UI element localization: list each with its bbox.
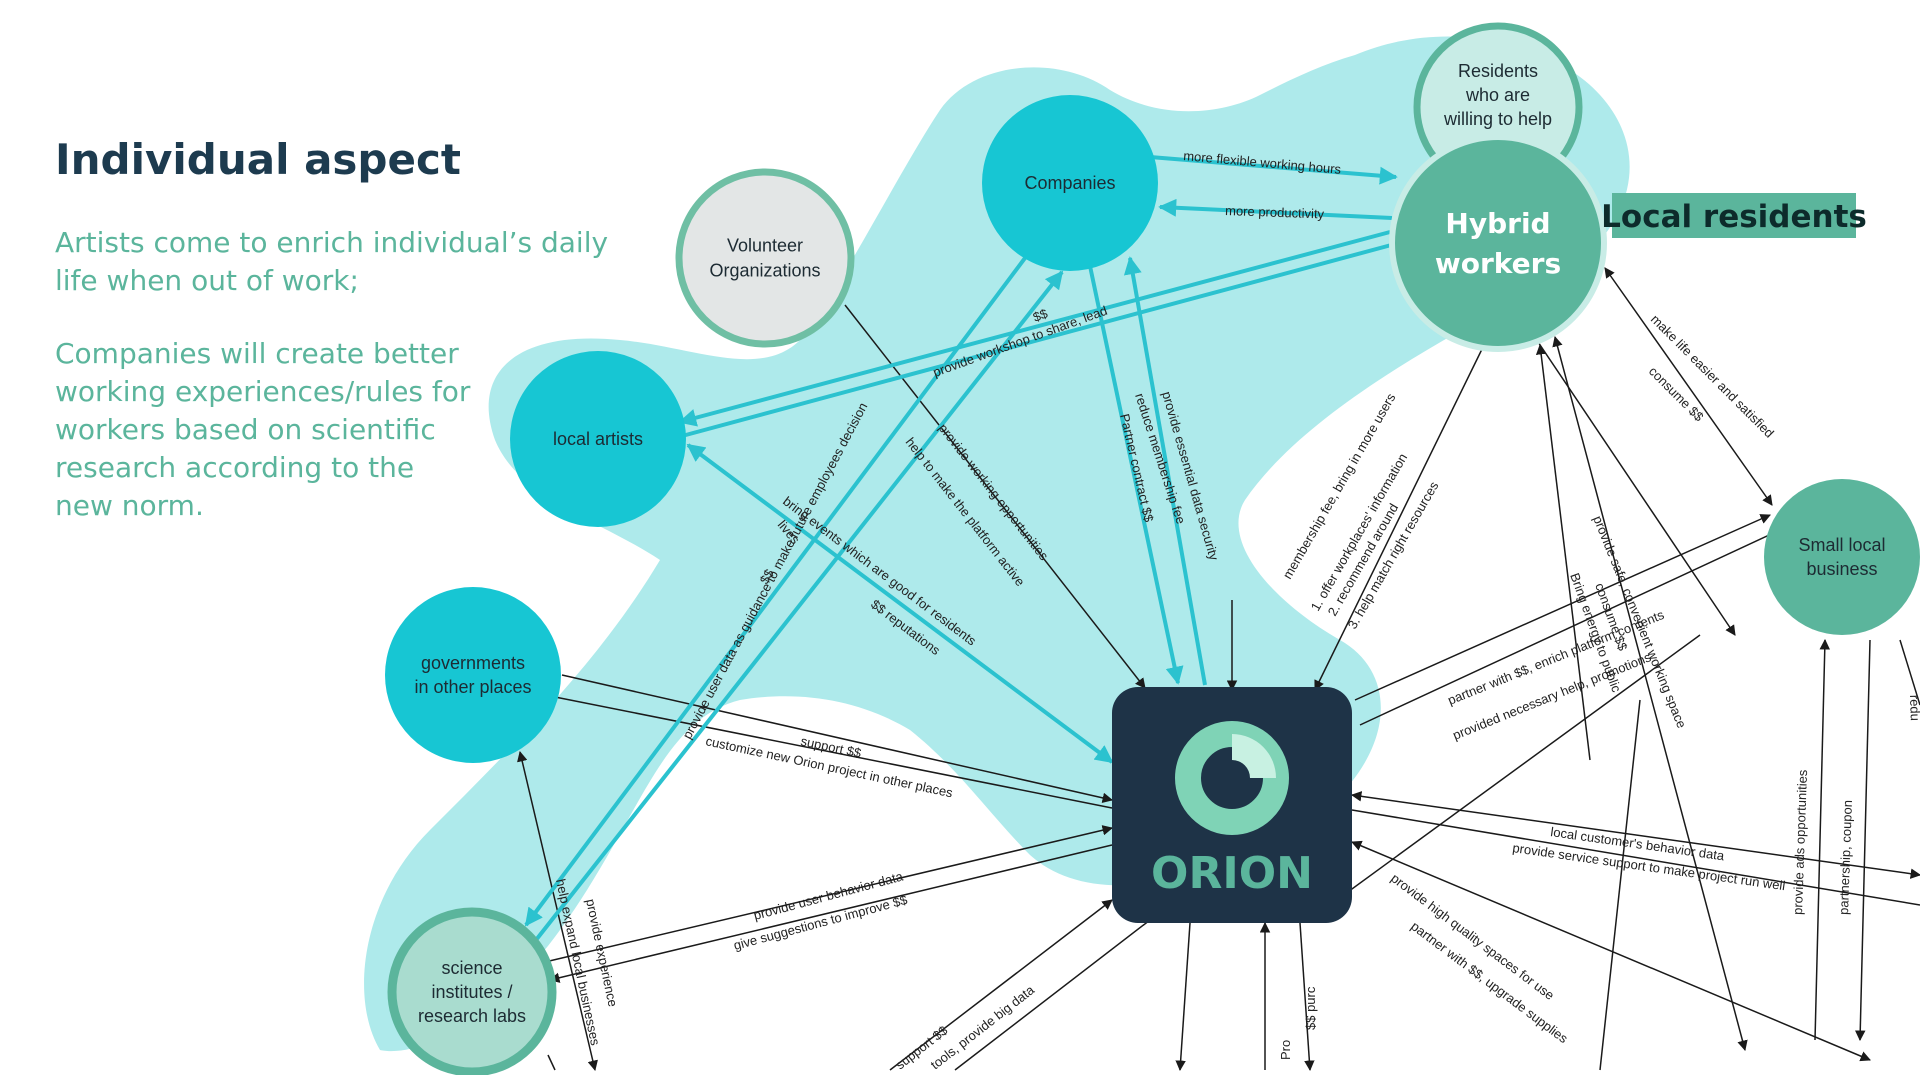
edge-label: consume $$ — [1646, 364, 1707, 425]
edge-line-highlight — [524, 256, 1027, 927]
edge-line — [1314, 342, 1486, 691]
edge-line — [1351, 809, 1920, 906]
orion-ring-logo-icon — [1175, 721, 1289, 835]
edge-label: more productivity — [1225, 203, 1325, 221]
node-label: workers — [1435, 247, 1561, 280]
node-circle — [1389, 134, 1607, 352]
edge-line — [1175, 922, 1191, 1072]
node-circle — [675, 168, 855, 348]
orion-name: ORION — [1151, 848, 1313, 899]
edge-label: provide high quality spaces for use — [1388, 870, 1557, 1002]
edge-line — [1899, 639, 1920, 706]
edge-line — [1599, 699, 1641, 1071]
edge-label: $$ purc — [1303, 986, 1318, 1030]
edge-line — [954, 919, 1151, 1071]
local-residents-tag: Local residents — [1601, 193, 1867, 238]
node-science[interactable]: science institutes / research labs — [387, 907, 557, 1075]
edge-label: Pro — [1278, 1040, 1293, 1060]
node-circle — [387, 907, 557, 1075]
node-circle — [385, 587, 561, 763]
node-label: willing to help — [1443, 109, 1552, 129]
edge-line — [889, 899, 1113, 1071]
node-label: Hybrid — [1445, 207, 1550, 240]
node-label: Volunteer — [727, 236, 803, 256]
node-label: business — [1806, 559, 1877, 579]
node-hybrid[interactable]: Hybrid workers — [1389, 134, 1607, 352]
edge-line — [544, 825, 1114, 963]
edge-line-highlight — [1088, 265, 1184, 685]
edge-line-highlight — [1158, 198, 1393, 220]
edge-line — [1552, 335, 1748, 1052]
edge-line — [1854, 639, 1871, 1042]
node-circle — [510, 351, 686, 527]
edge-label: redu — [1907, 695, 1920, 722]
text-panel: Individual aspect Artists come to enrich… — [55, 135, 615, 560]
node-label: Companies — [1024, 173, 1115, 193]
node-label: Organizations — [709, 261, 820, 281]
node-label: institutes / — [431, 982, 512, 1002]
edge-line — [1351, 840, 1871, 1062]
node-artists[interactable]: local artists — [510, 351, 686, 527]
edge-line — [1354, 514, 1771, 701]
node-label: research labs — [418, 1006, 526, 1026]
edge-line — [547, 1054, 556, 1071]
node-circle — [982, 95, 1158, 271]
edge-label: 1. offer workplaces' information — [1308, 451, 1411, 614]
edge-line-highlight — [1149, 155, 1398, 185]
node-circle — [1764, 479, 1920, 635]
node-label: who are — [1465, 85, 1530, 105]
edge-label: provide ads opportunities — [1790, 769, 1810, 915]
edge-line — [1535, 343, 1591, 761]
orion-hub[interactable]: ORION — [1112, 687, 1352, 923]
node-companies[interactable]: Companies — [982, 95, 1158, 271]
page-title: Individual aspect — [55, 135, 461, 184]
edge-line — [1604, 267, 1773, 506]
edge-label: partnership, coupon — [1836, 800, 1855, 915]
edge-line — [548, 844, 1113, 983]
edge-label: $$ — [1031, 306, 1050, 325]
node-smallbiz[interactable]: Small local business — [1764, 479, 1920, 635]
node-label: in other places — [414, 677, 531, 697]
edge-line-highlight — [534, 270, 1064, 942]
paragraph-companies: Companies will create better working exp… — [55, 337, 471, 522]
node-label: local artists — [553, 429, 643, 449]
edge-line — [1299, 922, 1315, 1072]
node-label: science — [441, 958, 502, 978]
node-governments[interactable]: governments in other places — [385, 587, 561, 763]
edge-line-highlight — [686, 443, 1114, 764]
node-label: Small local — [1798, 535, 1885, 555]
edge-line-highlight — [678, 230, 1391, 427]
paragraph-artists: Artists come to enrich individual’s dail… — [55, 226, 609, 297]
node-label: Residents — [1458, 61, 1538, 81]
node-label: governments — [421, 653, 525, 673]
tag-label: Local residents — [1601, 199, 1867, 235]
edge-line — [1814, 638, 1831, 1041]
edge-line-highlight — [1123, 256, 1207, 686]
edge-line-highlight — [681, 242, 1396, 438]
